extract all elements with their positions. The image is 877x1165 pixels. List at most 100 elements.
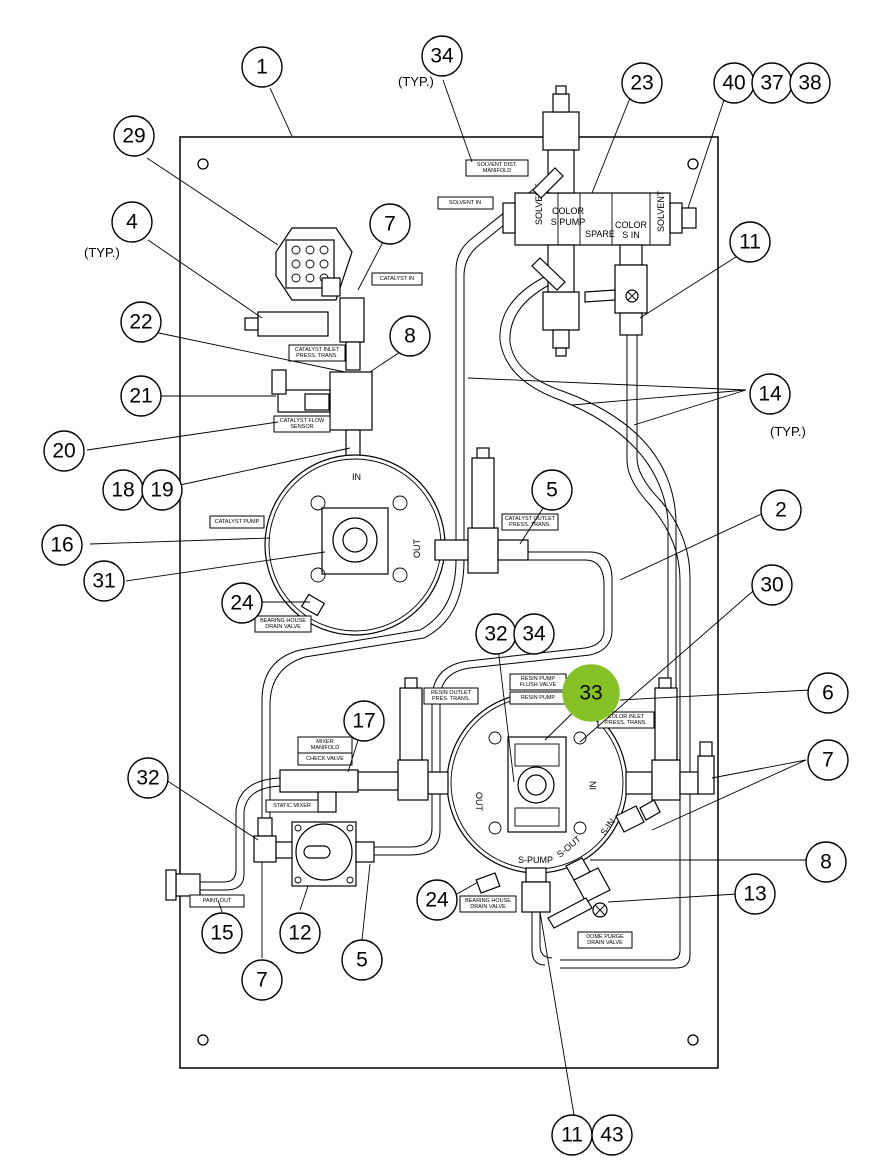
svg-text:SOLVENT IN: SOLVENT IN — [449, 200, 481, 206]
tag-catalyst-flow-sensor: CATALYST FLOW SENSOR — [273, 415, 331, 433]
svg-text:32: 32 — [136, 767, 159, 790]
typ-note-4: (TYP.) — [84, 245, 120, 260]
svg-text:11: 11 — [561, 1124, 583, 1147]
callout-21: 21 — [120, 375, 162, 417]
tag-catalyst-in: CATALYST IN — [371, 272, 423, 286]
svg-text:PRES. TRANS.: PRES. TRANS. — [432, 696, 471, 702]
callout-20: 20 — [43, 430, 85, 472]
callout-40: 40 — [713, 62, 755, 104]
callout-32-left: 32 — [127, 757, 169, 799]
svg-text:15: 15 — [210, 922, 233, 945]
svg-text:29: 29 — [122, 125, 145, 148]
svg-text:DRAIN VALVE: DRAIN VALVE — [587, 940, 623, 946]
flow-meter — [291, 821, 375, 887]
svg-text:CATALYST FLOW: CATALYST FLOW — [280, 418, 325, 424]
tag-static-mixer: STATIC MIXER — [265, 799, 319, 813]
svg-text:8: 8 — [820, 851, 832, 874]
svg-text:DOME PURGE: DOME PURGE — [586, 934, 624, 940]
tag-catalyst-inlet-press: CATALYST INLET PRESS. TRANS. — [288, 344, 346, 362]
callout-38: 38 — [789, 62, 831, 104]
callout-5-top: 5 — [531, 469, 573, 511]
callout-7-bottom: 7 — [241, 959, 283, 1001]
svg-text:CATALYST OUTLET: CATALYST OUTLET — [505, 516, 556, 522]
callout-23: 23 — [621, 62, 663, 104]
svg-text:7: 7 — [256, 969, 268, 992]
svg-text:RESIN OUTLET: RESIN OUTLET — [431, 690, 472, 696]
callout-29: 29 — [113, 115, 155, 157]
svg-text:14: 14 — [758, 383, 782, 406]
callout-30: 30 — [751, 564, 793, 606]
svg-text:MANIFOLD: MANIFOLD — [483, 168, 511, 174]
tag-solvent-dist-manifold: SOLVENT DIST. MANIFOLD — [465, 159, 529, 177]
paint-out-fitting — [165, 869, 201, 901]
svg-text:18: 18 — [111, 479, 134, 502]
catalyst-flow-sensor — [271, 369, 373, 461]
svg-text:43: 43 — [600, 1124, 623, 1147]
manifold-color-s-in-1: COLOR — [615, 220, 648, 230]
callout-32-center: 32 — [475, 613, 517, 655]
tag-check-valve: CHECK VALVE — [297, 752, 353, 766]
svg-text:COLOR INLET: COLOR INLET — [608, 714, 645, 720]
callout-14: 14 — [749, 373, 791, 415]
mounting-holes — [197, 158, 699, 1046]
tag-paint-out: PAINT OUT — [189, 894, 245, 908]
tubing — [200, 179, 691, 969]
svg-text:CHECK VALVE: CHECK VALVE — [306, 756, 344, 762]
callout-5-bottom: 5 — [341, 939, 383, 981]
tag-bearing-house-drain-2: BEARING HOUSE DRAIN VALVE — [459, 895, 517, 913]
callout-6: 6 — [807, 672, 849, 714]
svg-text:21: 21 — [129, 385, 152, 408]
tag-catalyst-pump: CATALYST PUMP — [209, 515, 265, 529]
callout-2: 2 — [760, 489, 802, 531]
svg-text:17: 17 — [352, 710, 375, 733]
svg-text:2: 2 — [775, 499, 787, 522]
svg-text:RESIN PUMP: RESIN PUMP — [521, 695, 556, 701]
svg-text:12: 12 — [288, 922, 311, 945]
svg-text:CATALYST PUMP: CATALYST PUMP — [215, 519, 260, 525]
svg-text:32: 32 — [484, 623, 507, 646]
manifold-color-s-in-2: S IN — [622, 230, 640, 240]
svg-text:11: 11 — [739, 231, 761, 254]
svg-text:6: 6 — [822, 682, 834, 705]
svg-text:PAINT OUT: PAINT OUT — [203, 898, 232, 904]
leader-lines — [86, 79, 811, 1116]
callout-31: 31 — [83, 560, 125, 602]
callout-22: 22 — [120, 301, 162, 343]
callout-34-top: 34 — [421, 35, 463, 77]
callout-37: 37 — [751, 62, 793, 104]
typ-note-34: (TYP.) — [398, 74, 434, 89]
tag-bearing-house-drain-1: BEARING HOUSE DRAIN VALVE — [254, 615, 312, 633]
tag-resin-outlet-press: RESIN OUTLET PRES. TRANS. — [423, 687, 479, 705]
svg-text:SENSOR: SENSOR — [290, 424, 313, 430]
callout-17: 17 — [343, 700, 385, 742]
callout-24-top: 24 — [221, 582, 263, 624]
svg-text:RESIN PUMP: RESIN PUMP — [521, 676, 556, 682]
svg-text:SOLVENT DIST.: SOLVENT DIST. — [477, 162, 518, 168]
part-tags: SOLVENT DIST. MANIFOLD SOLVENT IN CATALY… — [189, 159, 655, 949]
callout-4: 4 — [111, 201, 153, 243]
svg-text:13: 13 — [743, 883, 766, 906]
callout-1: 1 — [241, 46, 283, 88]
manifold-solvent-left: SOLVENT — [534, 183, 544, 225]
svg-text:1: 1 — [256, 56, 268, 79]
svg-text:CATALYST INLET: CATALYST INLET — [295, 347, 340, 353]
tag-solvent-in: SOLVENT IN — [437, 196, 494, 210]
svg-text:23: 23 — [630, 72, 653, 95]
callout-19: 19 — [141, 469, 183, 511]
tag-resin-pump-flush: RESIN PUMP FLUSH VALVE — [509, 673, 567, 691]
svg-text:7: 7 — [822, 749, 834, 772]
svg-text:DRAIN VALVE: DRAIN VALVE — [470, 904, 506, 910]
callout-8-right: 8 — [805, 841, 847, 883]
resin-pump-out-label: OUT — [474, 792, 484, 812]
callout-15: 15 — [201, 912, 243, 954]
svg-text:31: 31 — [92, 570, 115, 593]
callout-11-top: 11 — [729, 221, 771, 263]
svg-text:34: 34 — [430, 45, 454, 68]
callout-7-right: 7 — [807, 739, 849, 781]
svg-text:40: 40 — [722, 72, 745, 95]
callout-13: 13 — [734, 873, 776, 915]
svg-text:24: 24 — [425, 889, 449, 912]
svg-text:PRESS. TRANS.: PRESS. TRANS. — [605, 720, 647, 726]
svg-text:30: 30 — [760, 574, 783, 597]
